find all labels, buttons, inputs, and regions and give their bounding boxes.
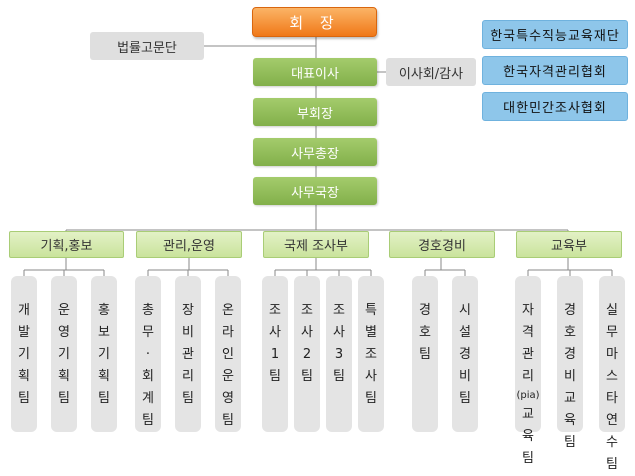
board-audit-box: 이사회/감사: [386, 58, 476, 86]
affiliate-box-3: 대한민간조사협회: [482, 92, 628, 121]
vice-chair-box: 부회장: [253, 98, 377, 126]
department-planning-pr: 기획,홍보: [9, 231, 124, 258]
secretary-general-box: 사무총장: [253, 138, 377, 166]
affiliate-box-2: 한국자격관리협회: [482, 56, 628, 85]
connector-lines: [23, 37, 613, 276]
office-director-box: 사무국장: [253, 177, 377, 205]
legal-advisory-box: 법률고문단: [90, 32, 204, 60]
chairman-box: 회 장: [252, 7, 377, 37]
department-investigation: 국제 조사부: [263, 231, 369, 258]
department-management: 관리,운영: [136, 231, 242, 258]
department-education: 교육부: [516, 231, 622, 258]
affiliate-box-1: 한국특수직능교육재단: [482, 20, 628, 49]
representative-box: 대표이사: [253, 58, 377, 86]
org-chart: 회 장 법률고문단 대표이사 이사회/감사 부회장 사무총장 사무국장 한국특수…: [9, 7, 628, 472]
department-security: 경호경비: [389, 231, 495, 258]
